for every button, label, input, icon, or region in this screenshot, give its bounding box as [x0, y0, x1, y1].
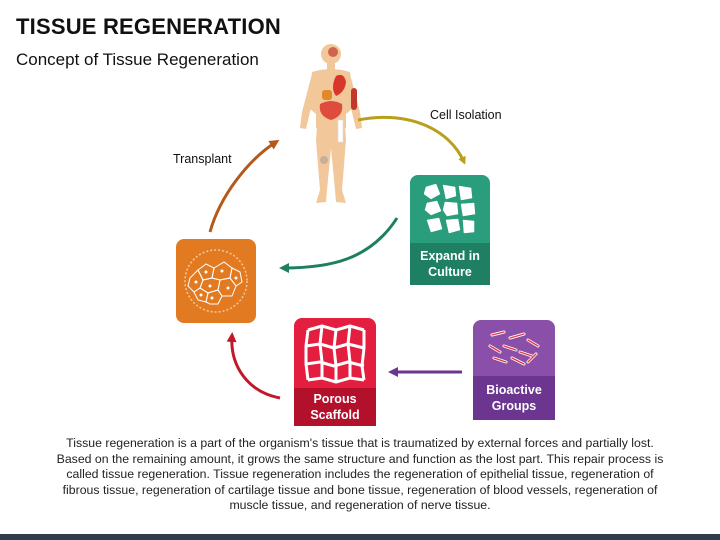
page-title: TISSUE REGENERATION — [16, 14, 281, 39]
bioactive-line2: Groups — [491, 399, 537, 413]
tissue-cells-icon — [187, 261, 243, 305]
porous-scaffold-card — [294, 318, 376, 426]
bioactive-groups-card — [473, 320, 555, 420]
description-text: Tissue regeneration is a part of the org… — [56, 436, 664, 513]
human-body-icon — [300, 44, 362, 203]
cell-isolation-arrow — [357, 115, 466, 165]
transplant-arrow — [208, 139, 280, 233]
to-tissue-arrow — [279, 217, 399, 273]
transplant-label: Transplant — [173, 152, 232, 166]
to-tissue-from-scaffold-arrow — [226, 332, 281, 400]
footer-bar — [0, 534, 720, 540]
scaffold-line2: Scaffold — [310, 408, 360, 422]
scaffold-icon — [304, 324, 366, 384]
expand-line2: Culture — [428, 265, 472, 279]
page-subtitle: Concept of Tissue Regeneration — [16, 50, 259, 69]
expand-culture-card — [410, 175, 490, 285]
cells-icon — [423, 183, 476, 234]
scaffold-caption: Porous Scaffold — [294, 388, 376, 426]
bioactive-icon-accents — [489, 331, 539, 365]
bioactive-line1: Bioactive — [486, 383, 542, 397]
expand-culture-caption: Expand in Culture — [410, 243, 490, 285]
expand-line1: Expand in — [420, 249, 480, 263]
tissue-card — [176, 239, 256, 323]
bioactive-caption: Bioactive Groups — [473, 376, 555, 420]
scaffold-line1: Porous — [313, 392, 357, 406]
cell-isolation-label: Cell Isolation — [430, 108, 502, 122]
